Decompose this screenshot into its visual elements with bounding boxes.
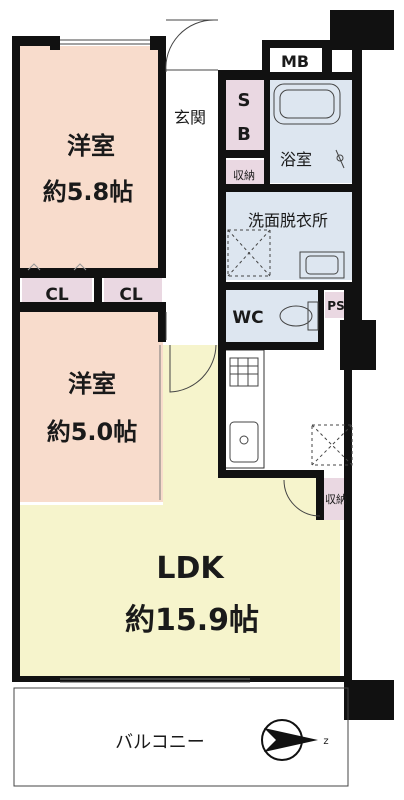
western-room-2-floor (18, 312, 163, 502)
ps-floor (325, 292, 347, 318)
ldk-size: 約15.9帖 (125, 603, 259, 638)
ps-label: PS (327, 299, 344, 313)
western-room-1-floor (18, 46, 158, 268)
room-1-name: 洋室 (67, 132, 115, 160)
washroom-floor (222, 190, 354, 280)
room-2-name: 洋室 (68, 370, 116, 398)
room-1-size: 約5.8帖 (43, 178, 134, 206)
ldk-name: LDK (156, 551, 225, 586)
fixtures (13, 19, 353, 787)
washroom-label: 洗面脱衣所 (248, 211, 328, 230)
entrance-label: 玄関 (174, 108, 206, 127)
kitchen-counter (223, 349, 265, 469)
room-2-size: 約5.0帖 (47, 418, 138, 446)
sb-s-label: S (238, 90, 251, 111)
balcony-label: バルコニー (115, 732, 205, 753)
compass-north-label: z (323, 736, 328, 747)
storage-upper-floor (224, 160, 264, 188)
bath-label: 浴室 (280, 150, 312, 169)
wc-floor (222, 290, 322, 342)
closet-left-label: CL (45, 285, 68, 305)
closet-right-label: CL (119, 285, 142, 305)
storage-upper-label: 収納 (233, 169, 255, 182)
compass-icon: z (261, 719, 329, 761)
sb-storage-floor (224, 80, 264, 150)
storage-lower-label: 収納 (325, 493, 347, 506)
mb-floor (262, 48, 328, 74)
wc-label: WC (232, 308, 263, 328)
ldk-floor (18, 345, 340, 680)
mb-label: MB (281, 52, 309, 71)
sb-b-label: B (237, 124, 251, 145)
